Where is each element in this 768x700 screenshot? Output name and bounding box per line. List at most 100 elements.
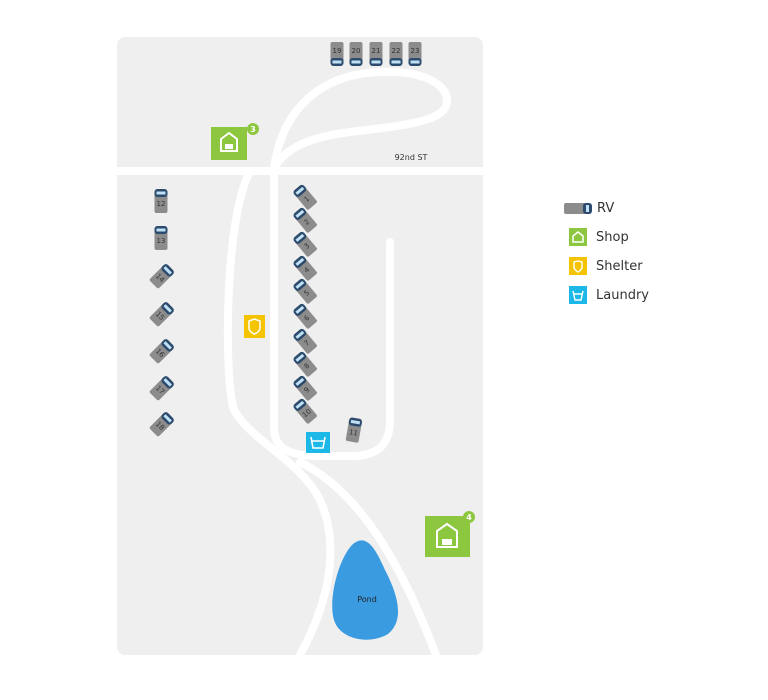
shelter-icon [569,257,587,275]
rv-site-number: 15 [154,310,166,322]
rv-site-number: 9 [303,386,312,395]
rv-site-7[interactable]: 7 [292,328,317,355]
shop-icon [436,522,458,548]
rv-site-number: 12 [157,200,166,208]
map-ground [117,37,483,655]
rv-site-number: 23 [411,47,420,55]
rv-window [351,60,361,64]
rv-site-22[interactable]: 22 [389,42,403,66]
rv-site-3[interactable]: 3 [292,231,317,258]
rv-window [350,419,361,425]
rv-site-number: 10 [301,407,313,419]
shop-badge: 3 [250,125,256,134]
shop-icon [569,228,587,246]
legend-label: Laundry [596,287,649,303]
rv-site-14[interactable]: 14 [149,263,175,289]
rv-site-number: 18 [154,420,166,432]
rv-site-number: 1 [303,195,312,204]
rv-window [295,305,305,314]
shop-3[interactable]: 3 [211,123,259,160]
rv-site-13[interactable]: 13 [154,226,168,250]
rv-site-10[interactable]: 10 [292,398,317,425]
legend-label: Shop [596,229,629,245]
rv-site-11[interactable]: 11 [345,417,363,443]
rv-site-8[interactable]: 8 [292,351,317,378]
rv-site-2[interactable]: 2 [292,207,317,234]
road-southeast [296,458,440,659]
rv-window [156,228,166,232]
rv-site-20[interactable]: 20 [349,42,363,66]
rv-site-number: 20 [352,47,361,55]
road-west [223,167,335,659]
road-site-loop [270,167,394,460]
roads [113,67,487,659]
rv-window [295,209,305,218]
rv-window [163,341,172,350]
rv-window [163,304,172,313]
rv-window [163,266,172,275]
rv-window [295,233,305,242]
rv-site-16[interactable]: 16 [149,338,175,364]
rv-site-18[interactable]: 18 [149,411,175,437]
rv-site-4[interactable]: 4 [292,255,317,282]
rv-site-23[interactable]: 23 [408,42,422,66]
shelter[interactable] [244,315,265,338]
legend-item-laundry: Laundry [563,285,649,305]
rv-site-number: 6 [303,313,312,322]
laundry-icon [569,286,587,304]
rv-site-number: 3 [303,242,312,251]
rv-site-1[interactable]: 1 [292,184,317,211]
rv-sites: 1 2 3 4 5 6 7 8 9 10 11 12 13 14 15 16 1… [149,42,422,443]
rv-window [295,280,305,289]
shop-4[interactable]: 4 [425,511,475,557]
rv-window [391,60,401,64]
rv-site-number: 2 [303,218,312,227]
legend-item-rv: RV [563,198,649,218]
rv-site-number: 11 [348,428,358,437]
rv-site-21[interactable]: 21 [369,42,383,66]
legend-label: Shelter [596,258,643,274]
rv-site-number: 21 [372,47,381,55]
rv-window [295,377,305,386]
laundry-icon [310,436,326,449]
rv-window [332,60,342,64]
pond-label: Pond [357,595,377,604]
rv-window [371,60,381,64]
rv-site-number: 19 [333,47,342,55]
legend-item-shop: Shop [563,227,649,247]
shop-icon [220,131,238,152]
legend-label: RV [597,200,615,216]
rv-site-number: 5 [303,289,312,298]
rv-window [295,353,305,362]
rv-window [156,191,166,195]
pond [332,540,399,640]
rv-site-19[interactable]: 19 [330,42,344,66]
rv-window [295,186,305,195]
rv-window [295,257,305,266]
rv-site-number: 4 [303,265,312,274]
rv-site-number: 7 [303,339,312,348]
street-label: 92nd ST [395,153,428,162]
rv-site-5[interactable]: 5 [292,278,317,305]
shelter-icon [248,318,261,335]
rv-window [410,60,420,64]
legend: RV Shop Shelter Laundry [563,198,649,314]
rv-window [163,378,172,387]
rv-site-17[interactable]: 17 [149,375,175,401]
rv-site-number: 22 [392,47,401,55]
legend-item-shelter: Shelter [563,256,649,276]
shop-badge: 4 [466,513,472,522]
rv-site-6[interactable]: 6 [292,303,317,330]
rv-site-12[interactable]: 12 [154,189,168,213]
rv-icon [563,199,593,217]
rv-site-15[interactable]: 15 [149,301,175,327]
rv-site-number: 13 [157,237,166,245]
road-north-loop [270,67,451,172]
laundry[interactable] [306,432,330,453]
rv-window [163,414,172,423]
rv-window [295,330,305,339]
rv-site-9[interactable]: 9 [292,375,317,402]
rv-site-number: 17 [154,384,166,396]
rv-window [295,400,305,409]
